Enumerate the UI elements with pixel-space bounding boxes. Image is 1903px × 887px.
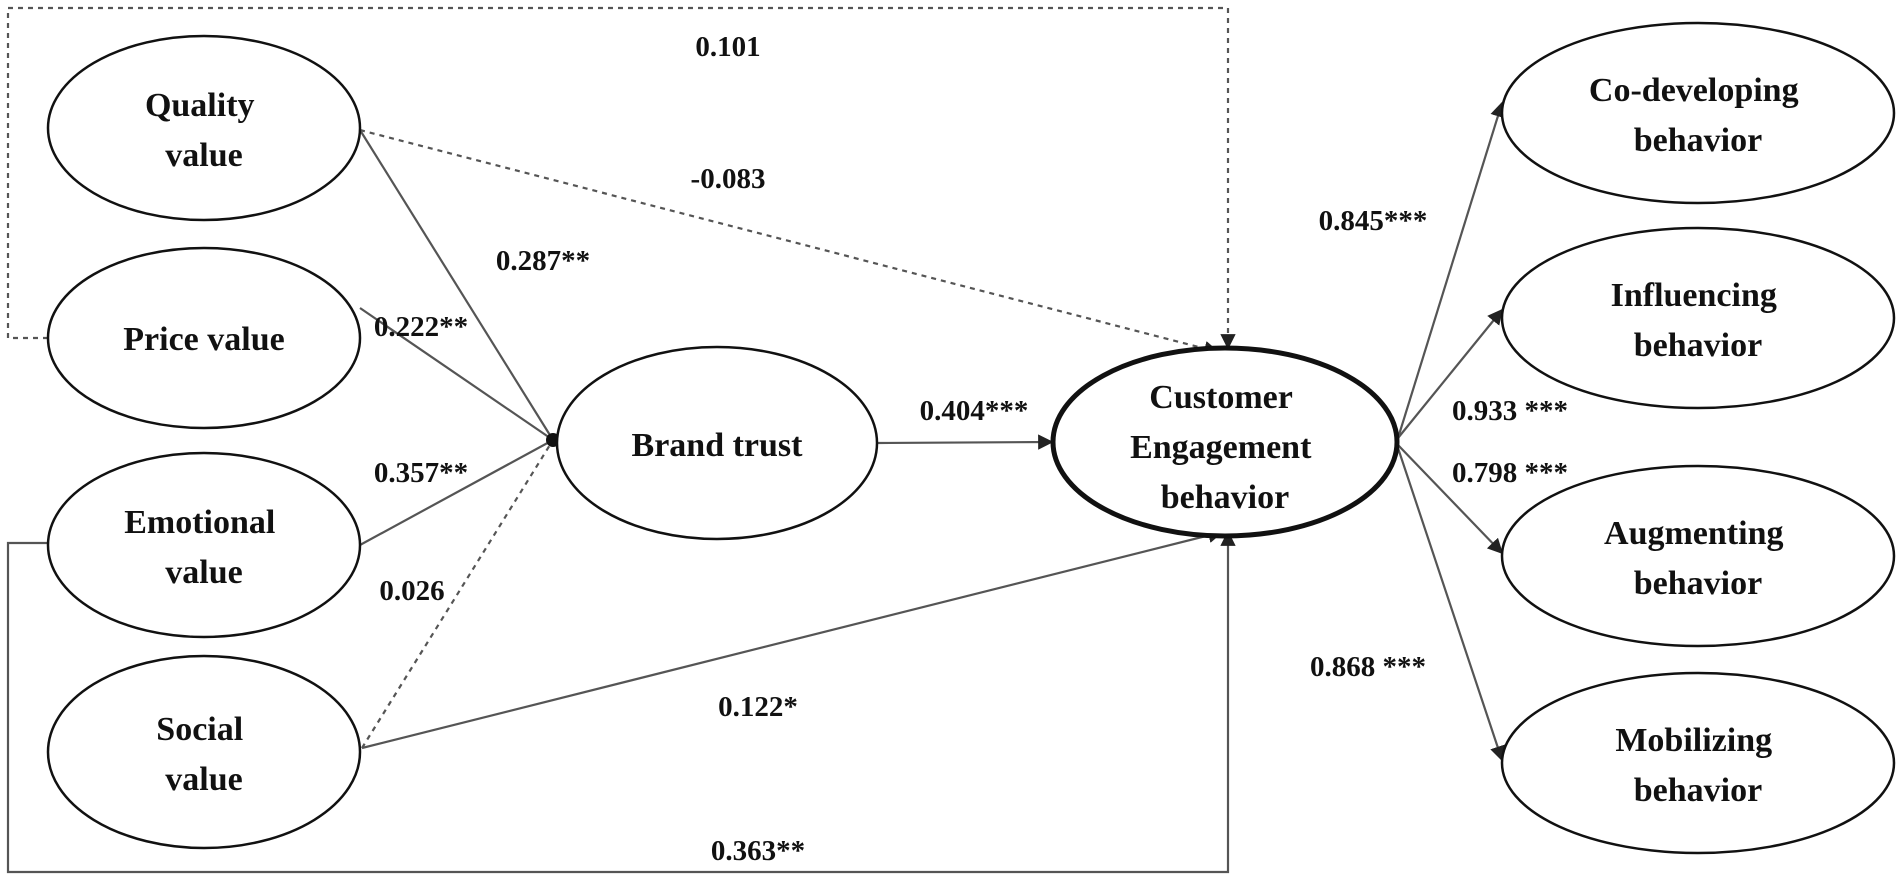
- node-emotional-line2: value: [165, 554, 242, 591]
- label-emotional-brand: 0.357**: [374, 457, 468, 489]
- node-mobilizing-line2: behavior: [1634, 772, 1762, 809]
- node-brand-trust: Brand trust: [555, 345, 879, 541]
- node-price-line1: Price value: [123, 321, 284, 358]
- node-price-value: Price value: [46, 246, 362, 430]
- node-codeveloping-line1: Co-developing: [1589, 72, 1799, 109]
- svg-text:Brand trust: Brand trust: [632, 427, 804, 464]
- svg-text:Influencing behavior: Influencing behavior: [1611, 277, 1786, 364]
- node-augmenting-behavior: Augmenting behavior: [1500, 464, 1896, 648]
- node-influencing-line1: Influencing: [1611, 277, 1777, 314]
- node-engagement-line3: behavior: [1161, 479, 1289, 516]
- edge-emotional-brand: [359, 439, 554, 546]
- edge-engagement-mobilizing: [1396, 447, 1505, 762]
- node-influencing-behavior: Influencing behavior: [1500, 226, 1896, 410]
- node-mobilizing-line1: Mobilizing: [1615, 722, 1772, 759]
- svg-text:Co-developing behavior: Co-developing behavior: [1589, 72, 1807, 159]
- label-price-brand: 0.222**: [374, 311, 468, 343]
- edge-engagement-augmenting: [1397, 444, 1504, 555]
- svg-text:Social value: Social value: [156, 711, 251, 798]
- node-mobilizing-behavior: Mobilizing behavior: [1500, 671, 1896, 855]
- node-customer-engagement: Customer Engagement behavior: [1050, 345, 1400, 539]
- edge-price-engagement-loop: [6, 6, 1236, 350]
- label-emotional-engagement-loop: 0.363**: [711, 835, 805, 867]
- svg-text:Mobilizing behavior: Mobilizing behavior: [1615, 722, 1780, 809]
- label-brand-engagement: 0.404***: [920, 395, 1029, 427]
- edge-price-brand: [359, 307, 554, 441]
- node-social-line1: Social: [156, 711, 243, 748]
- svg-text:Quality value: Quality value: [145, 87, 263, 174]
- node-augmenting-line2: behavior: [1634, 565, 1762, 602]
- node-augmenting-line1: Augmenting: [1604, 515, 1783, 552]
- label-social-brand: 0.026: [379, 575, 444, 607]
- node-quality-line1: Quality: [145, 87, 255, 124]
- node-engagement-line1: Customer: [1149, 379, 1292, 416]
- label-engagement-influencing: 0.933 ***: [1452, 395, 1568, 427]
- svg-text:Price value: Price value: [123, 321, 284, 358]
- label-social-engagement: 0.122*: [718, 691, 798, 723]
- node-quality-line2: value: [165, 137, 242, 174]
- edge-quality-brand: [359, 129, 554, 441]
- edge-engagement-influencing: [1397, 308, 1503, 439]
- edge-engagement-codeveloping: [1396, 101, 1506, 439]
- svg-text:Customer Engagement: Customer Engagement behavior: [1130, 379, 1320, 516]
- edge-emotional-engagement-loop: [6, 530, 1236, 874]
- svg-text:Emotional value: Emotional value: [124, 504, 284, 591]
- node-emotional-line1: Emotional: [124, 504, 275, 541]
- label-engagement-augmenting: 0.798 ***: [1452, 457, 1568, 489]
- node-social-line2: value: [165, 761, 242, 798]
- label-engagement-mobilizing: 0.868 ***: [1310, 651, 1426, 683]
- label-quality-engagement-loop: 0.101: [695, 31, 760, 63]
- node-influencing-line2: behavior: [1634, 327, 1762, 364]
- edge-social-brand: [361, 439, 554, 749]
- node-engagement-line2: Engagement: [1130, 429, 1312, 466]
- node-codeveloping-behavior: Co-developing behavior: [1500, 21, 1896, 205]
- edge-brand-engagement: [876, 434, 1054, 450]
- svg-text:Augmenting behavior: Augmenting behavior: [1604, 515, 1792, 602]
- label-quality-engagement: -0.083: [691, 163, 766, 195]
- edge-social-engagement: [361, 527, 1224, 750]
- node-social-value: Social value: [46, 654, 362, 850]
- node-brand-line1: Brand trust: [632, 427, 804, 464]
- node-emotional-value: Emotional value: [46, 451, 362, 639]
- label-quality-brand: 0.287**: [496, 245, 590, 277]
- edge-quality-engagement: [359, 128, 1220, 356]
- label-engagement-codeveloping: 0.845***: [1319, 205, 1428, 237]
- node-quality-value: Quality value: [46, 34, 362, 222]
- node-codeveloping-line2: behavior: [1634, 122, 1762, 159]
